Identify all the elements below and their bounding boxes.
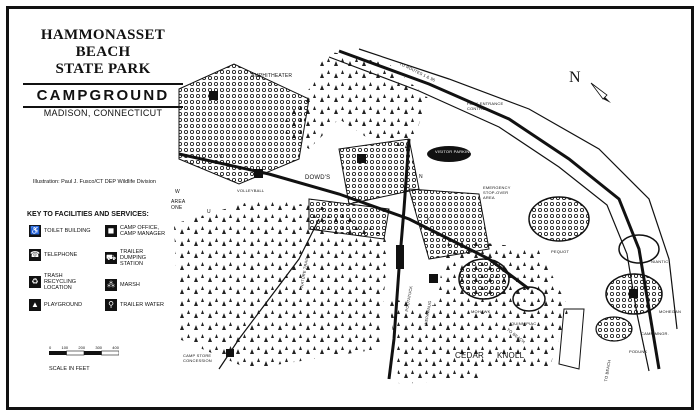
visitor-parking-lot [427,146,471,162]
subtitle: CAMPGROUND [23,83,183,108]
loop-podunk [595,316,633,342]
scale-tick: 200 [78,345,86,350]
key-item-label: MARSH [120,282,140,288]
key-item: ☎TELEPHONE [29,249,77,261]
label-mohegan: MOHEGAN [659,309,682,314]
label-pequot: PEQUOT [551,249,570,254]
shore-road [358,48,678,330]
trash-recycling-icon: ♻ [29,276,41,288]
label-podunk: PODUNK [629,349,648,354]
label-area-u: U [207,209,211,215]
key-item-label: TRASH RECYCLING LOCATION [44,273,77,291]
playground-icon: ▲ [29,299,41,311]
site-block-center [408,188,490,260]
key-item: ◼CAMP OFFICE, CAMP MANAGER [105,225,168,237]
camp-office-icon-map [396,245,404,269]
scale-tick: 300 [95,345,103,350]
label-niantic: NIANTIC [651,259,669,264]
trailer-dumping-icon: ⛟ [105,252,117,264]
marsh [558,308,585,370]
label-dowds: DOWD'S [305,175,331,181]
scale-label: SCALE IN FEET [49,366,90,372]
site-block-west [178,63,310,185]
label-park-entrance: PARK ENTRANCE CONTROL [467,101,504,111]
illustration-credit: Illustration: Paul J. Fusco/CT DEP Wildl… [33,179,156,185]
key-item-label: TOILET BUILDING [44,228,91,234]
label-volleyball: VOLLEYBALL [237,188,265,193]
woods-south [389,299,479,384]
toilet-icon-3 [357,154,366,163]
label-quinnipiac: QUINNIPIAC [511,321,537,326]
label-area-w: W [175,189,180,195]
north-arrow-icon [590,82,611,103]
label-knoll: KNOLL [497,351,525,360]
woods-central [174,199,389,369]
key-title: KEY TO FACILITIES AND SERVICES: [27,211,149,218]
toilet-icon-4 [429,274,438,283]
marsh-icon: ⁂ [105,279,117,291]
store-icon [226,349,234,357]
north-label: N [569,69,581,86]
key-item-label: CAMP OFFICE, CAMP MANAGER [120,225,166,237]
key-item: ⚲TRAILER WATER [105,299,164,311]
location: MADISON, CONNECTICUT [43,108,163,118]
toilet-icon-1 [209,91,218,100]
scale-tick: 400 [112,345,119,350]
site-block-north [338,138,420,205]
camp-office-icon: ◼ [105,225,117,237]
label-visitor-parking: VISITOR PARKING [435,149,473,154]
toilet-icon-5 [629,289,638,298]
key-item: ⛟TRAILER DUMPING STATION [105,249,168,267]
map-frame: HAMMONASSET BEACH STATE PARK CAMPGROUND … [6,6,694,410]
label-area-v: V [219,154,223,160]
scale-ticks: 0 100 200 300 400 [49,345,119,350]
label-emergency: EMERGENCY STOP-OVER AREA [483,185,511,200]
woods-north [279,51,429,149]
label-area-one: AREA ONE [171,199,186,211]
key-item-label: TRAILER DUMPING STATION [120,249,146,267]
key-item-label: PLAYGROUND [44,302,83,308]
scale-bar [49,350,119,356]
loop-mohawk [458,258,510,300]
label-area-k: K [427,217,431,223]
key-item: ♿TOILET BUILDING [29,225,91,237]
loop-quinnipiac [512,286,546,312]
label-camp-store: CAMP STORE CONCESSION [183,353,212,363]
key-item: ⁂MARSH [105,279,140,291]
title-line-1: HAMMONASSET [40,27,166,43]
label-camp-mngr: CAMP MNGR. [641,331,669,336]
title-line-2: BEACH [75,44,131,60]
key-item: ▲PLAYGROUND [29,299,82,311]
scale-tick: 0 [49,345,52,350]
label-cedar: CEDAR [455,351,485,360]
toilet-icon-2 [254,169,263,178]
key-item-label: TRAILER WATER [120,302,165,308]
site-block-dowds [308,198,390,240]
title-line-3: STATE PARK [55,61,151,77]
label-area-n: N [419,174,423,180]
key-item-label: TELEPHONE [44,252,78,258]
loop-pequot [528,196,590,242]
key-item: ♻TRASH RECYCLING LOCATION [29,273,92,291]
trailer-water-icon: ⚲ [105,299,117,311]
loop-niantic [618,234,660,264]
label-amphitheater: AMPHITHEATER [251,73,293,79]
scale-tick: 100 [61,345,69,350]
label-mohawk: MOHAWK [471,309,491,314]
campground-map [174,48,678,384]
toilet-building-icon: ♿ [29,225,41,237]
telephone-icon: ☎ [29,249,41,261]
